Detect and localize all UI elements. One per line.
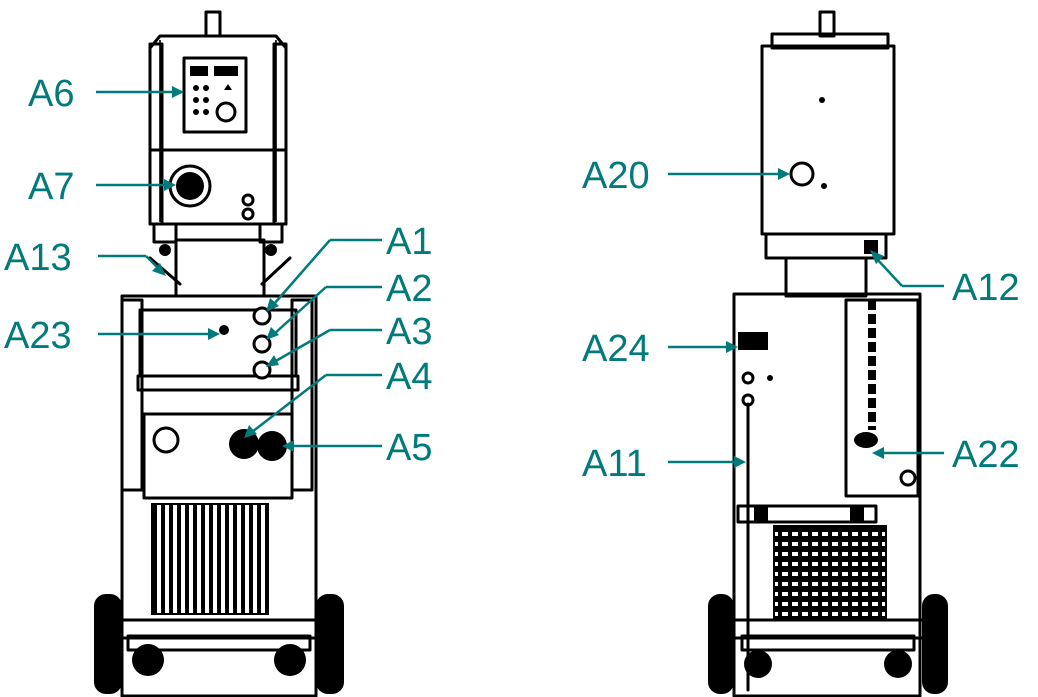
callouts: A6 A7 A13 A23 A1 A2 A3 A4 [4, 73, 1020, 485]
callout-a5: A5 [386, 427, 432, 469]
callout-a6: A6 [28, 73, 74, 115]
callout-a11: A11 [582, 443, 647, 485]
callout-a12: A12 [952, 267, 1020, 309]
callout-a22: A22 [952, 434, 1020, 476]
callout-a23: A23 [4, 315, 72, 357]
callout-a3: A3 [386, 311, 432, 353]
callout-a1: A1 [386, 221, 432, 263]
callout-a13: A13 [4, 237, 72, 279]
callout-a7: A7 [28, 166, 74, 208]
callout-a24: A24 [582, 328, 650, 370]
callout-a20: A20 [582, 155, 650, 197]
callout-a2: A2 [386, 268, 432, 310]
rear-view [708, 10, 948, 697]
front-view [94, 10, 344, 697]
callout-a4: A4 [386, 356, 432, 398]
